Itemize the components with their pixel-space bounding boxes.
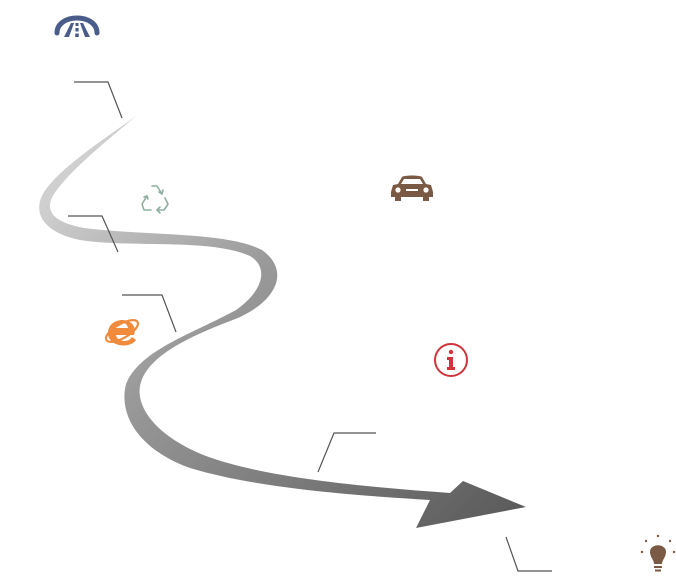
leader-line-3 [122,294,177,333]
info-icon [434,343,468,377]
lightbulb-icon [640,534,676,572]
internet-explorer-icon [104,319,140,346]
recycle-icon [141,185,169,214]
car-icon [391,175,433,201]
leader-line-1 [74,81,123,119]
leader-line-4 [317,432,376,473]
leader-line-2 [68,215,119,253]
winding-road-arrow [39,116,526,528]
road-icon [54,15,100,37]
leader-line-5 [505,536,552,572]
